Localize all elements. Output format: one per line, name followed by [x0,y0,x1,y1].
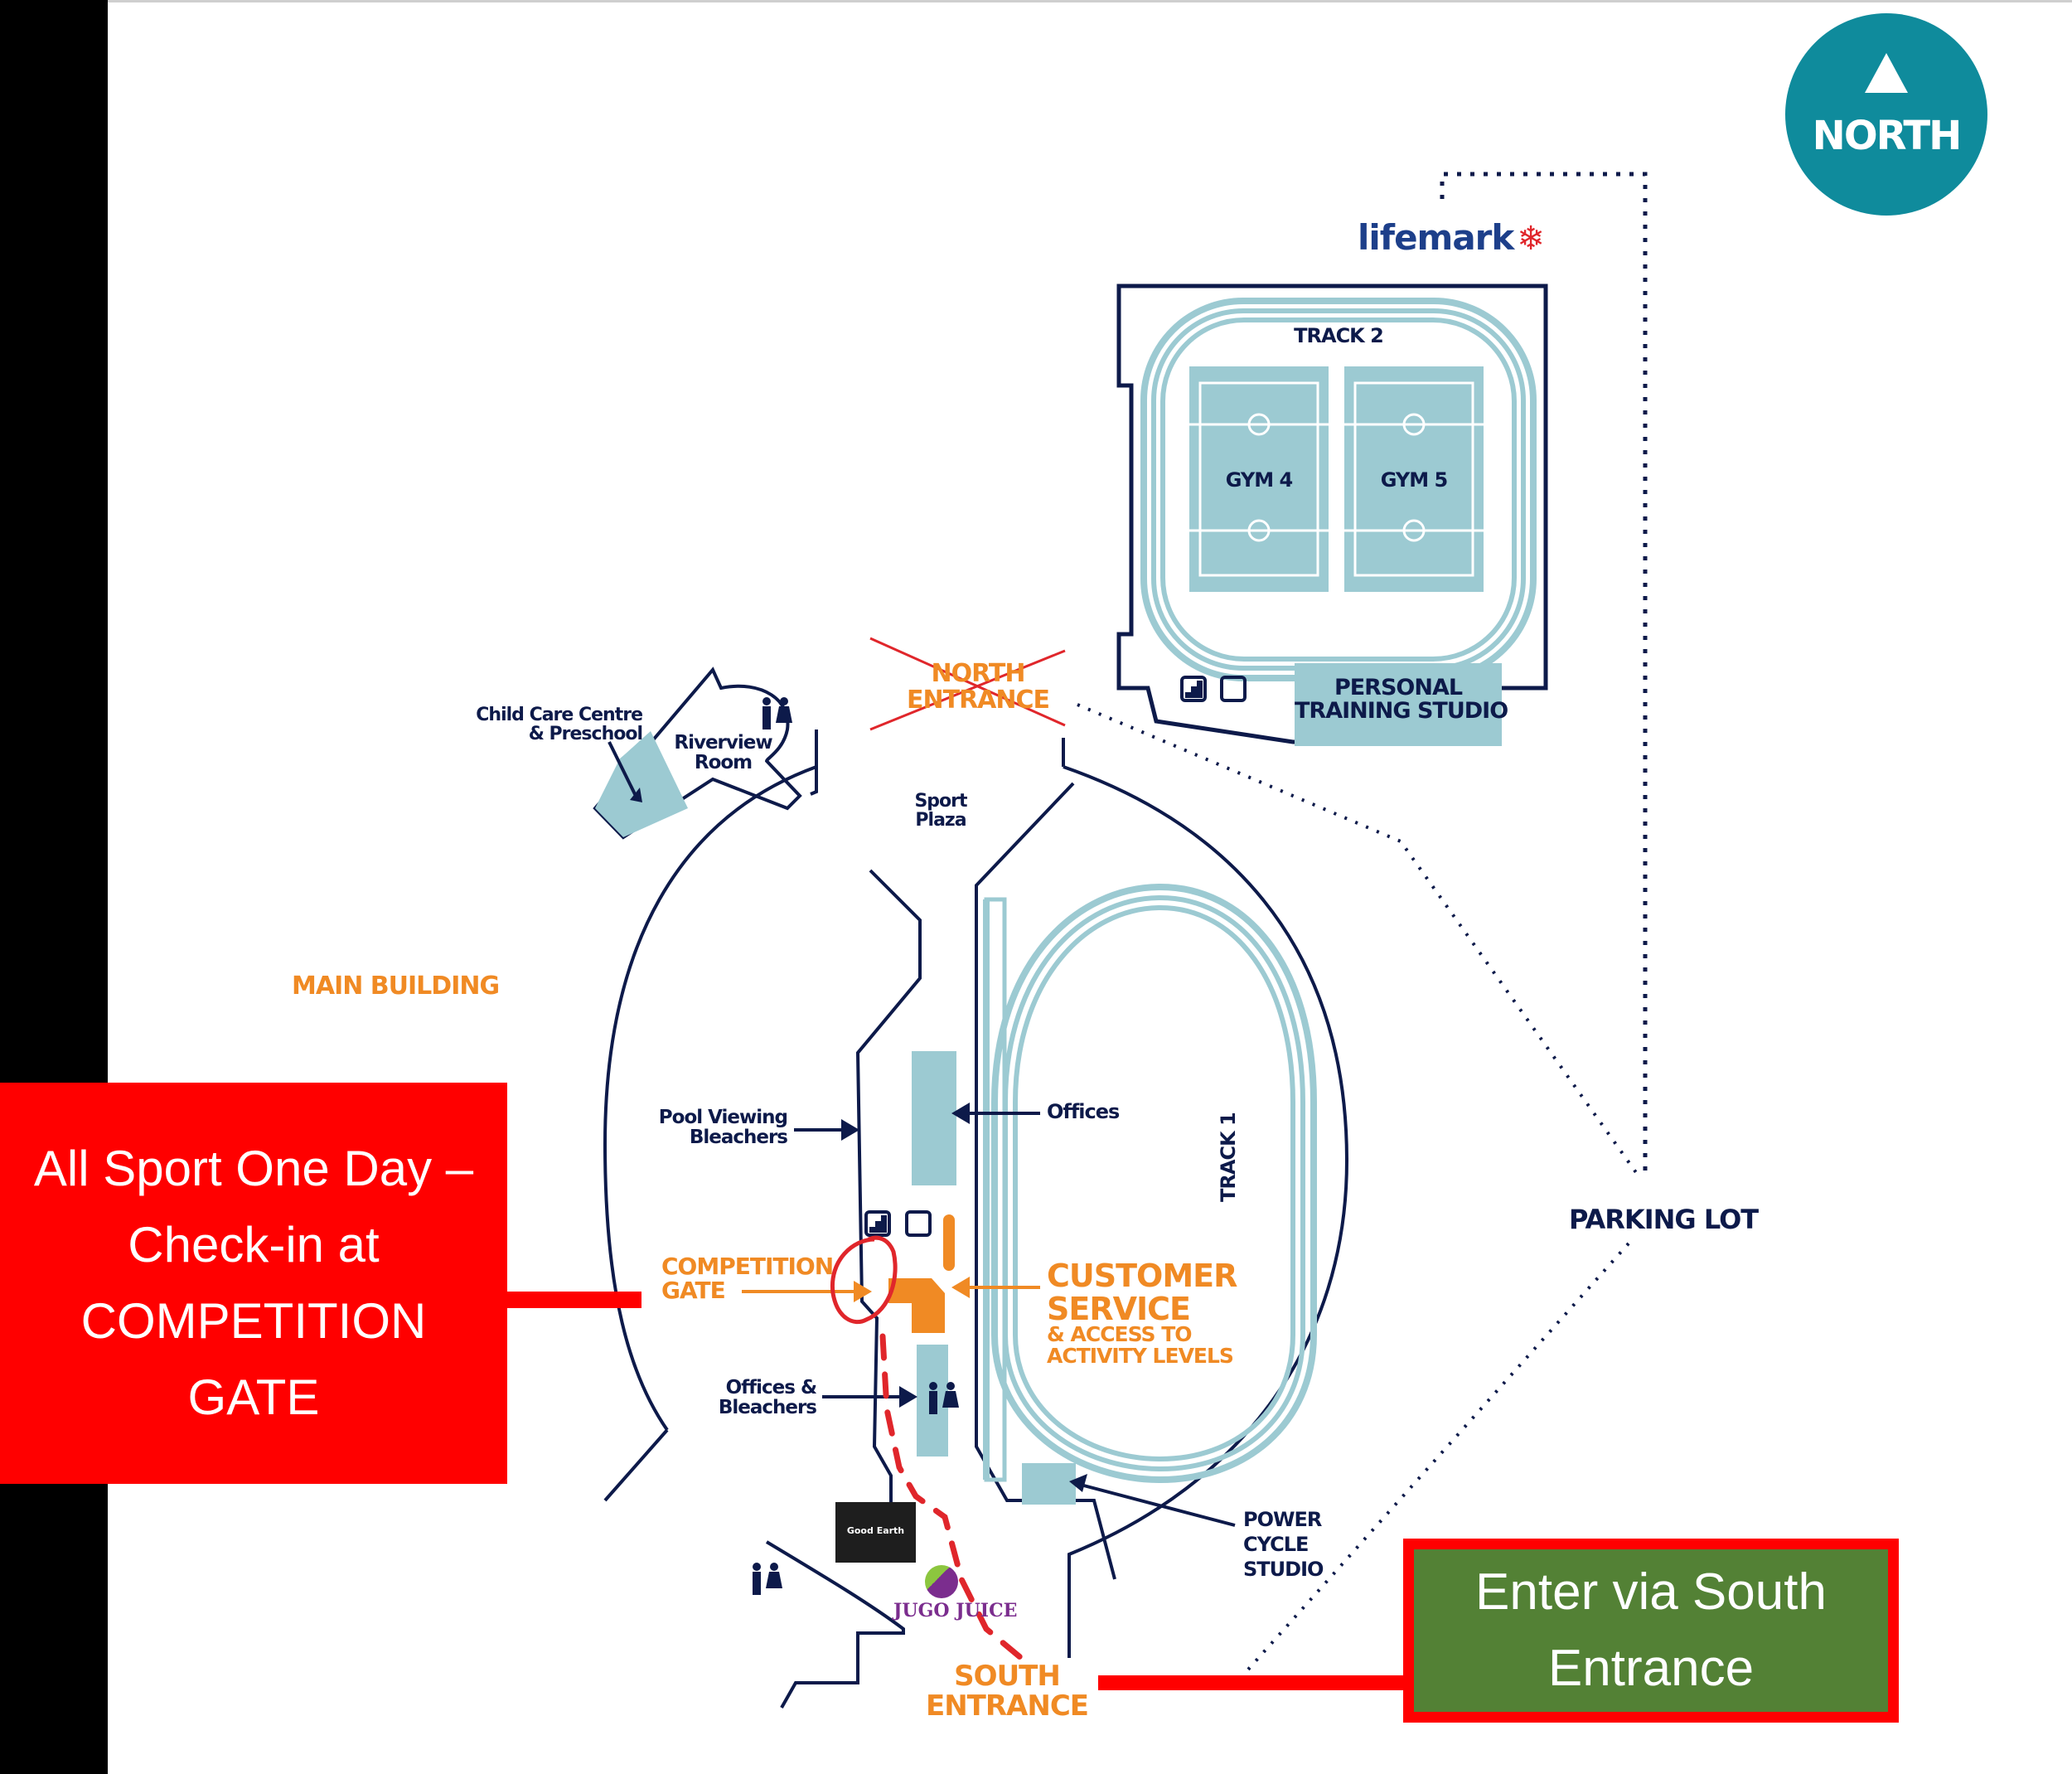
elevator-icon [1220,676,1247,702]
offices-block [912,1051,956,1185]
washroom-icon [753,1563,782,1595]
power-cycle-line1: POWER [1243,1508,1322,1531]
track2-label: TRACK 2 [1294,324,1384,347]
main-building-outline-left2 [603,1428,669,1502]
child-care-line2: & Preschool [528,724,643,745]
riverview-line1: Riverview [674,732,772,754]
north-arrow-icon [1865,53,1908,93]
power-cycle-arrow [1077,1482,1236,1527]
lifemark-building-outline [1116,284,1548,744]
gym4-label: GYM 4 [1225,468,1294,492]
checkin-callout-text: All Sport One Day – Check-in at COMPETIT… [33,1141,474,1425]
customer-service-line2: SERVICE [1047,1290,1191,1327]
offices-bleachers-label: Offices &Bleachers [688,1377,817,1419]
parking-path [1077,703,1641,1179]
washroom-icon [762,697,792,729]
parking-lot-label: PARKING LOT [1569,1204,1759,1235]
south-entrance-line1: SOUTH [954,1660,1061,1693]
main-building-outline-left [603,765,817,1432]
jugo-juice-logo-icon [925,1565,958,1598]
track1-label: TRACK 1 [1217,1112,1240,1202]
customer-service-desk [888,1278,945,1333]
checkin-connector [507,1292,641,1308]
parking-path [1246,1242,1630,1672]
customer-service-line1: CUSTOMER [1047,1258,1237,1294]
power-cycle-line2: CYCLE [1243,1533,1309,1556]
south-entrance-callout-body: Enter via South Entrance [1414,1549,1888,1712]
south-entrance-callout-text: Enter via South Entrance [1475,1563,1827,1697]
personal-training-line1: PERSONAL [1334,675,1463,700]
riverview-room-outline [593,666,802,840]
riverview-line2: Room [694,752,753,774]
child-care-arrow [608,741,638,798]
south-entrance-line2: ENTRANCE [926,1689,1089,1723]
north-compass-badge [1785,13,1987,216]
stairs-icon [1180,676,1207,702]
washroom-icon [929,1382,959,1414]
competition-gate-highlight-circle [830,1235,898,1325]
child-care-line1: Child Care Centre [476,705,643,725]
elevator-icon [905,1210,932,1237]
gym5-label: GYM 5 [1380,468,1449,492]
route-path [879,1333,1024,1661]
north-entrance-cross [869,637,1066,727]
gym5-court [1344,366,1484,592]
lifemark-logo: lifemark❄ [1358,217,1545,258]
lifemark-wordmark: lifemark [1358,217,1514,258]
main-building-label: MAIN BUILDING [292,972,500,1001]
track1-lanes [991,883,1317,1484]
jugo-juice-label: JUGO JUICE [893,1600,1018,1621]
customer-service-sub2: ACTIVITY LEVELS [1047,1344,1234,1369]
offices-bleachers-line2: Bleachers [718,1397,817,1419]
track2-inner [1160,317,1517,662]
pool-viewing-line1: Pool Viewing [658,1107,788,1128]
top-border [108,0,2072,2]
customer-service-sub1: & ACCESS TO [1047,1322,1193,1346]
south-entrance-callout: Enter via South Entrance [1403,1539,1899,1723]
north-entrance-cross [869,649,1066,731]
competition-gate-line1: COMPETITION [661,1253,834,1280]
good-earth-text: Good Earth [846,1525,905,1536]
personal-training-studio [1295,663,1502,746]
child-care-area [595,731,688,837]
corridor-right-wall [975,782,1116,1580]
north-label: NORTH [1812,113,1963,159]
north-entrance-line1: NORTH [931,659,1026,688]
competition-gate-line2: GATE [661,1277,726,1305]
child-care-label: Child Care Centre& Preschool [464,705,643,745]
power-cycle-studio [1022,1463,1076,1505]
north-entrance-line2: ENTRANCE [907,685,1050,715]
good-earth-logo: Good Earth [835,1502,916,1563]
pool-viewing-line2: Bleachers [689,1127,788,1149]
customer-service-bar [943,1214,955,1271]
stairs-icon [864,1210,891,1237]
offices-bleachers-line1: Offices & [725,1377,817,1398]
checkin-callout: All Sport One Day – Check-in at COMPETIT… [0,1083,507,1484]
corridor-left-wall [855,869,922,1502]
maple-leaf-icon: ❄ [1517,220,1545,258]
sport-plaza-line2: Plaza [915,810,966,831]
south-connector [1098,1675,1405,1690]
gym4-court [1189,366,1329,592]
personal-training-line2: TRAINING STUDIO [1295,698,1508,725]
offices-label: Offices [1047,1100,1120,1123]
sport-plaza-line1: Sport [914,791,967,812]
power-cycle-line3: STUDIO [1243,1558,1324,1581]
